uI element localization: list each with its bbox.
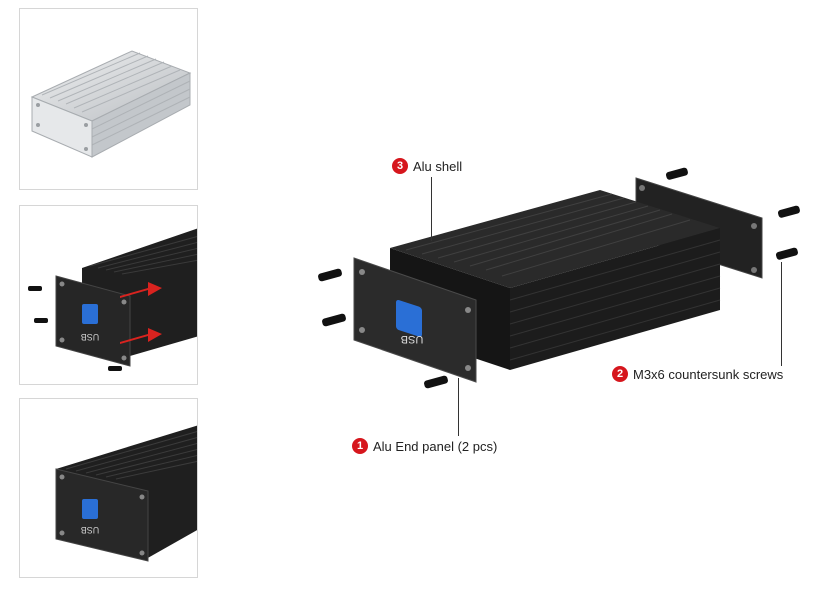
black-enclosure-thumbnail[interactable]: USB xyxy=(19,398,198,578)
assembly-thumbnail[interactable]: USB xyxy=(19,205,198,385)
callout-alu-end-panel: 1 Alu End panel (2 pcs) xyxy=(352,438,497,454)
leader-line-shell xyxy=(431,177,432,241)
screws xyxy=(318,167,800,389)
front-end-panel: USB xyxy=(353,257,477,383)
leader-line-screws xyxy=(781,262,782,366)
callout-text: M3x6 countersunk screws xyxy=(633,366,784,382)
silver-enclosure-image xyxy=(30,50,192,158)
assembly-image: USB xyxy=(28,228,197,371)
exploded-enclosure-image: USB xyxy=(318,167,800,389)
callout-text: Alu shell xyxy=(413,158,463,174)
arrow-icon xyxy=(120,328,162,344)
usb-port-icon xyxy=(82,304,98,324)
usb-label: USB xyxy=(401,333,424,345)
callout-text: Alu End panel (2 pcs) xyxy=(373,438,498,454)
callout-number-badge: 1 xyxy=(352,438,368,454)
arrow-icon xyxy=(120,282,162,298)
callout-number-badge: 3 xyxy=(392,158,408,174)
usb-label: USB xyxy=(81,332,100,342)
callout-number-badge: 2 xyxy=(612,366,628,382)
black-enclosure-image: USB xyxy=(55,425,197,562)
silver-enclosure-thumbnail[interactable] xyxy=(19,8,198,190)
callout-countersunk-screws: 2 M3x6 countersunk screws xyxy=(612,366,783,382)
usb-port-icon xyxy=(396,300,422,337)
leader-line-panel xyxy=(458,378,459,436)
exploded-view-diagram: USB xyxy=(300,150,820,470)
usb-port-icon xyxy=(82,499,98,519)
usb-label: USB xyxy=(81,525,100,535)
callout-alu-shell: 3 Alu shell xyxy=(392,158,462,174)
